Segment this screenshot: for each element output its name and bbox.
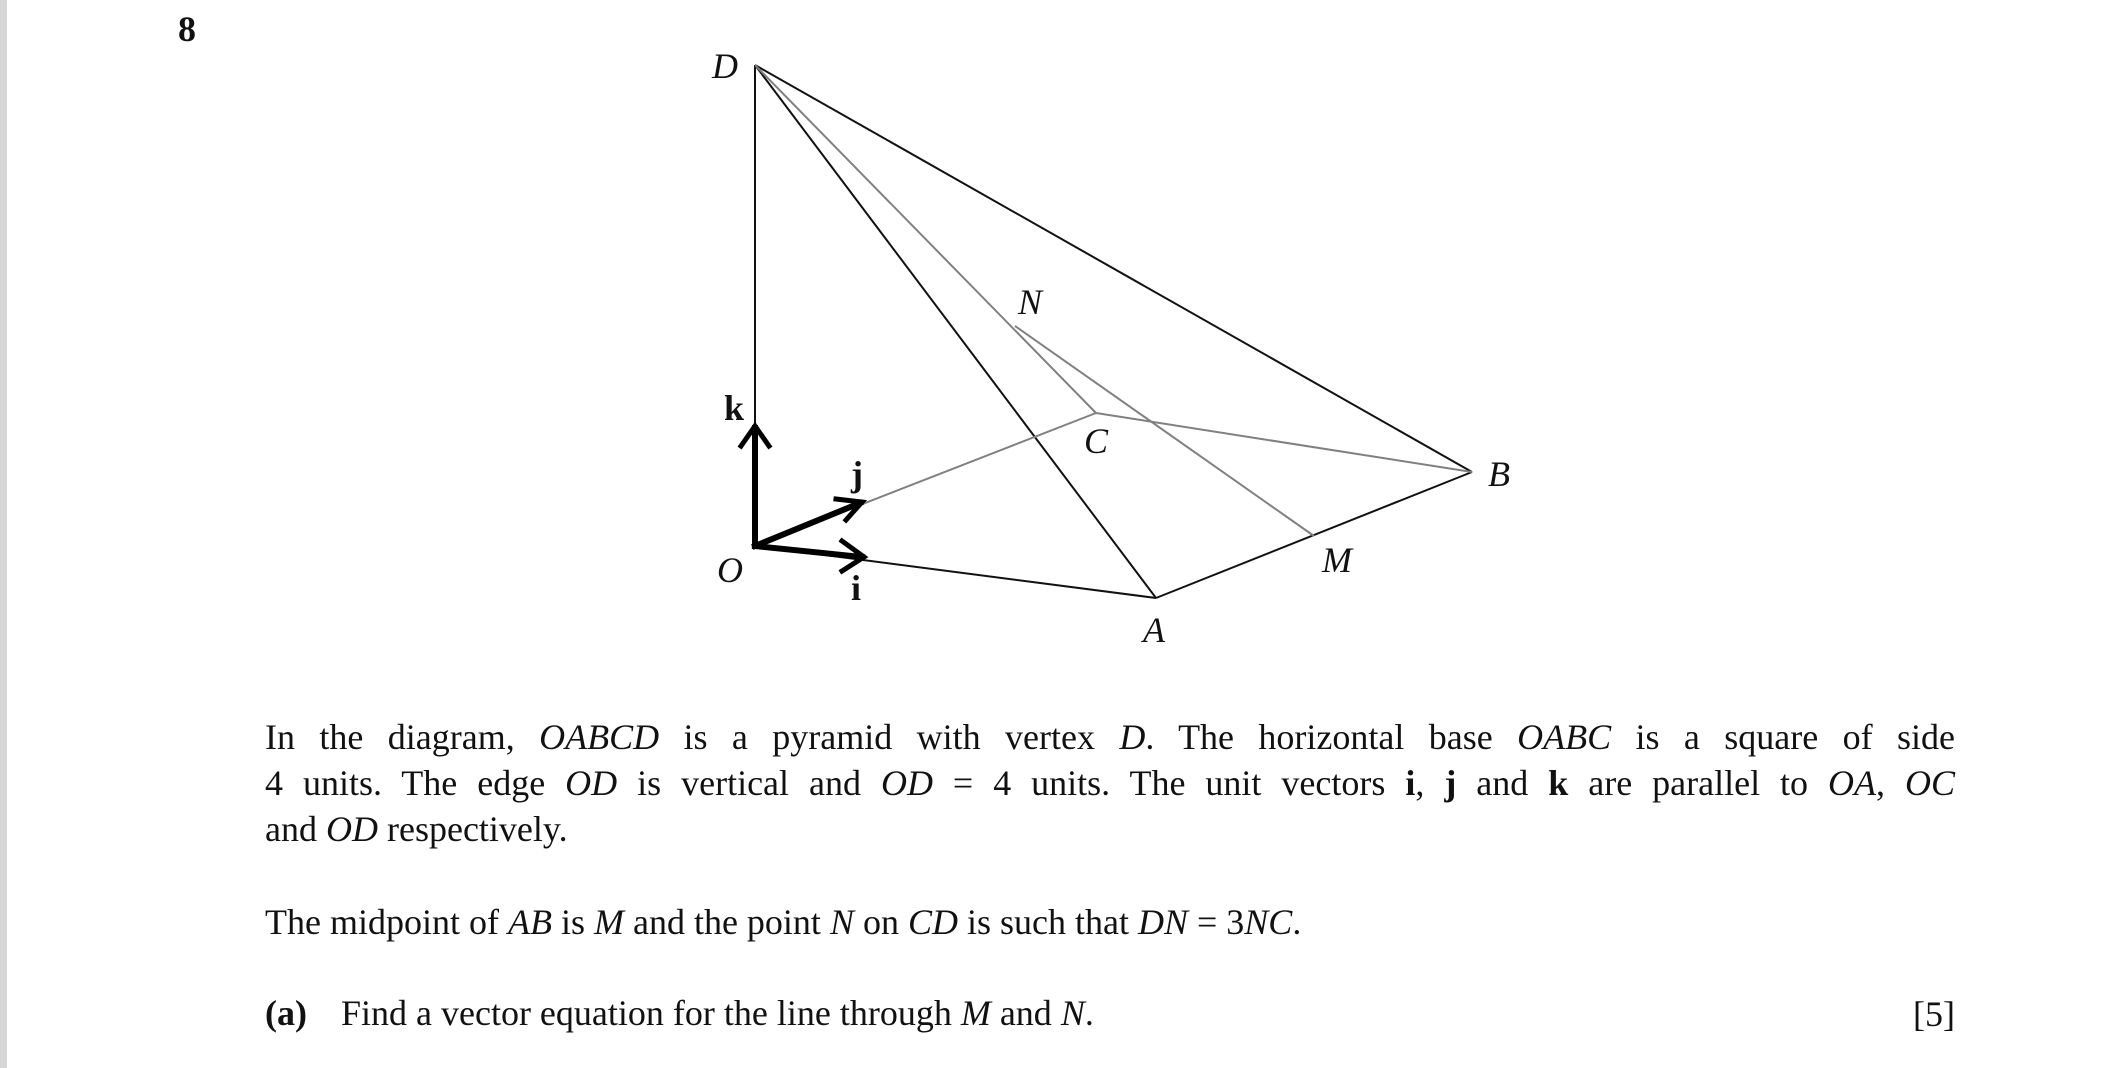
text-segment: is vertical and bbox=[617, 763, 881, 803]
label-i: i bbox=[851, 568, 861, 608]
label-C: C bbox=[1084, 421, 1109, 461]
text-segment: = 4 units. The unit vectors bbox=[932, 763, 1406, 803]
label-B: B bbox=[1488, 454, 1510, 494]
text-segment: and bbox=[990, 993, 1061, 1033]
text-segment: and the point bbox=[623, 902, 830, 942]
label-N: N bbox=[1017, 282, 1044, 322]
part-a-label: (a) bbox=[265, 993, 307, 1033]
part-a-text: Find a vector equation for the line thro… bbox=[341, 993, 1094, 1033]
part-a-marks: [5] bbox=[1913, 994, 1955, 1034]
text-segment: CD bbox=[907, 902, 958, 942]
text-segment: OD bbox=[565, 763, 618, 803]
text-segment: . The horizontal base bbox=[1145, 717, 1518, 757]
label-D: D bbox=[711, 46, 738, 86]
text-segment: OD bbox=[325, 809, 378, 849]
text-segment: Find a vector equation for the line thro… bbox=[340, 993, 961, 1033]
edge-DA bbox=[754, 64, 1157, 599]
text-segment: respectively. bbox=[377, 809, 568, 849]
label-j: j bbox=[850, 454, 863, 494]
vector-i bbox=[751, 542, 866, 561]
text-segment: NC bbox=[1244, 902, 1293, 942]
text-segment: i bbox=[1405, 763, 1416, 803]
text-segment: The midpoint of bbox=[265, 902, 508, 942]
paragraph-1-line: and OD respectively. bbox=[265, 806, 1955, 852]
vector-j bbox=[751, 499, 864, 550]
edge-CB bbox=[1095, 412, 1473, 473]
text-segment: M bbox=[593, 902, 624, 942]
text-segment: DN bbox=[1137, 902, 1188, 942]
text-segment: OD bbox=[880, 763, 933, 803]
text-segment: k bbox=[1548, 763, 1569, 803]
text-segment: is a pyramid with vertex bbox=[659, 717, 1120, 757]
text-segment: D bbox=[1119, 717, 1146, 757]
text-segment: OABC bbox=[1517, 717, 1612, 757]
text-segment: M bbox=[960, 993, 991, 1033]
paragraph-2-line: The midpoint of AB is M and the point N … bbox=[265, 899, 1955, 945]
text-segment: are parallel to bbox=[1568, 763, 1829, 803]
text-segment: is a square of side bbox=[1611, 717, 1956, 757]
paragraph-1-line: In the diagram, OABCD is a pyramid with … bbox=[265, 714, 1955, 760]
text-segment: , bbox=[1876, 763, 1905, 803]
text-segment: . bbox=[1292, 902, 1302, 942]
text-segment: and bbox=[265, 809, 326, 849]
text-segment: OC bbox=[1904, 763, 1955, 803]
part-a: (a) Find a vector equation for the line t… bbox=[265, 990, 1955, 1036]
arrowhead-i bbox=[838, 537, 869, 575]
text-segment: and bbox=[1456, 763, 1549, 803]
text-segment: is bbox=[551, 902, 594, 942]
text-segment: , bbox=[1415, 763, 1445, 803]
text-segment: . bbox=[1084, 993, 1094, 1033]
label-A: A bbox=[1141, 610, 1166, 650]
edge-DB bbox=[754, 64, 1473, 473]
text-segment: AB bbox=[507, 902, 552, 942]
text-segment: OA bbox=[1828, 763, 1877, 803]
label-O: O bbox=[717, 550, 743, 590]
page-edge bbox=[0, 0, 7, 1068]
edge-DC bbox=[754, 64, 1097, 414]
text-segment: N bbox=[829, 902, 854, 942]
label-k: k bbox=[724, 388, 744, 428]
text-segment: j bbox=[1444, 763, 1457, 803]
text-segment: In the diagram, bbox=[265, 717, 540, 757]
text-segment: is such that bbox=[957, 902, 1138, 942]
question-number: 8 bbox=[178, 9, 196, 49]
line-NM bbox=[1014, 325, 1315, 537]
text-segment: 4 units. The edge bbox=[265, 763, 566, 803]
text-segment: on bbox=[853, 902, 908, 942]
text-segment: OABCD bbox=[539, 717, 660, 757]
text-segment: = 3 bbox=[1187, 902, 1245, 942]
arrowhead-k bbox=[737, 421, 773, 450]
text-segment: N bbox=[1060, 993, 1085, 1033]
label-M: M bbox=[1321, 540, 1354, 580]
paragraph-1-line: 4 units. The edge OD is vertical and OD … bbox=[265, 760, 1955, 806]
arrowhead-j bbox=[833, 496, 868, 524]
